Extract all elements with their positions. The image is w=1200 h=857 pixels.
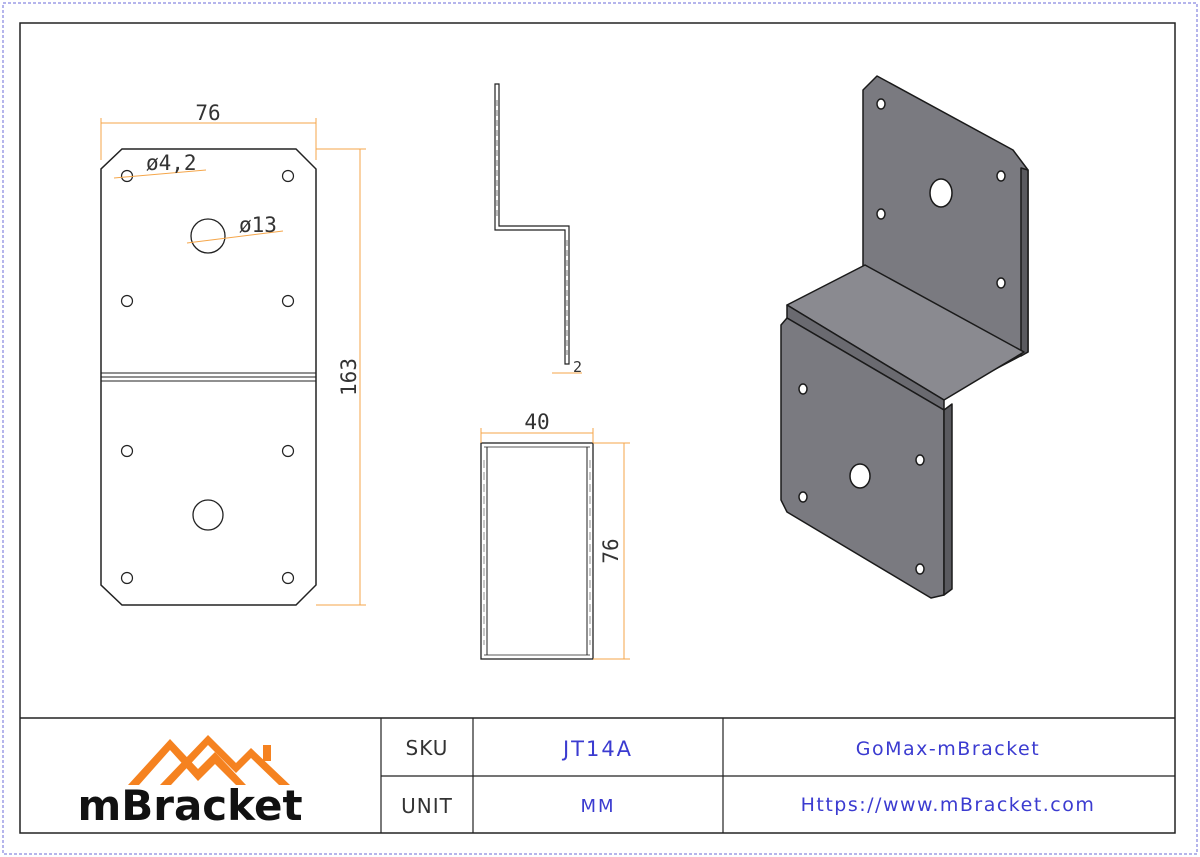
unit-label: UNIT xyxy=(401,794,453,818)
side-profile-view: 2 xyxy=(494,83,582,376)
flat-pattern-outline xyxy=(100,148,317,606)
drawing-frame xyxy=(19,22,1176,834)
dim-top-width: 40 xyxy=(524,410,549,434)
iso-hole-small xyxy=(915,454,925,466)
iso-hole-large xyxy=(929,178,953,208)
iso-upper-plate-edge xyxy=(1020,167,1029,357)
iso-hole-small xyxy=(876,208,886,220)
brand-logo: mBracket xyxy=(77,735,303,830)
dim-thickness: 2 xyxy=(573,358,582,376)
dim-plate-width: 76 xyxy=(195,101,220,125)
logo-chimney-icon xyxy=(263,745,271,761)
top-view: 40 76 xyxy=(480,410,630,660)
small-hole xyxy=(120,444,134,458)
small-hole xyxy=(281,444,295,458)
leader-line xyxy=(113,169,207,179)
company-name: GoMax-mBracket xyxy=(856,738,1040,760)
large-hole xyxy=(192,499,224,531)
small-hole xyxy=(281,571,295,585)
profile-outline xyxy=(494,83,570,365)
dim-large-hole: ø13 xyxy=(239,213,277,237)
iso-hole-small xyxy=(996,277,1006,289)
dim-plate-height: 163 xyxy=(337,358,361,396)
top-view-outline xyxy=(480,442,594,660)
large-hole xyxy=(190,218,226,254)
iso-hole-small xyxy=(915,563,925,575)
iso-hole-small xyxy=(876,98,886,110)
leader-line xyxy=(186,230,284,244)
unit-value: MM xyxy=(580,796,615,817)
logo-roof-icon xyxy=(160,735,290,785)
small-hole xyxy=(120,169,134,183)
iso-lower-plate-edge xyxy=(943,403,953,596)
iso-hole-small xyxy=(798,491,808,503)
logo-text: mBracket xyxy=(77,781,302,830)
small-hole xyxy=(120,571,134,585)
flat-pattern-view: 76 ø4,2 ø13 163 xyxy=(100,101,366,606)
website-link[interactable]: Https://www.mBracket.com xyxy=(801,794,1096,816)
small-hole xyxy=(281,169,295,183)
isometric-view xyxy=(780,75,1029,599)
small-hole xyxy=(120,294,134,308)
dim-top-depth: 76 xyxy=(599,538,623,563)
title-block: mBracket SKU JT14A UNIT MM GoMax-mBracke… xyxy=(20,717,1175,833)
sku-label: SKU xyxy=(406,736,449,760)
iso-hole-small xyxy=(798,383,808,395)
iso-hole-small xyxy=(996,170,1006,182)
sku-value: JT14A xyxy=(561,737,633,761)
iso-hole-large xyxy=(849,463,871,489)
dim-small-hole: ø4,2 xyxy=(146,151,197,175)
small-hole xyxy=(281,294,295,308)
